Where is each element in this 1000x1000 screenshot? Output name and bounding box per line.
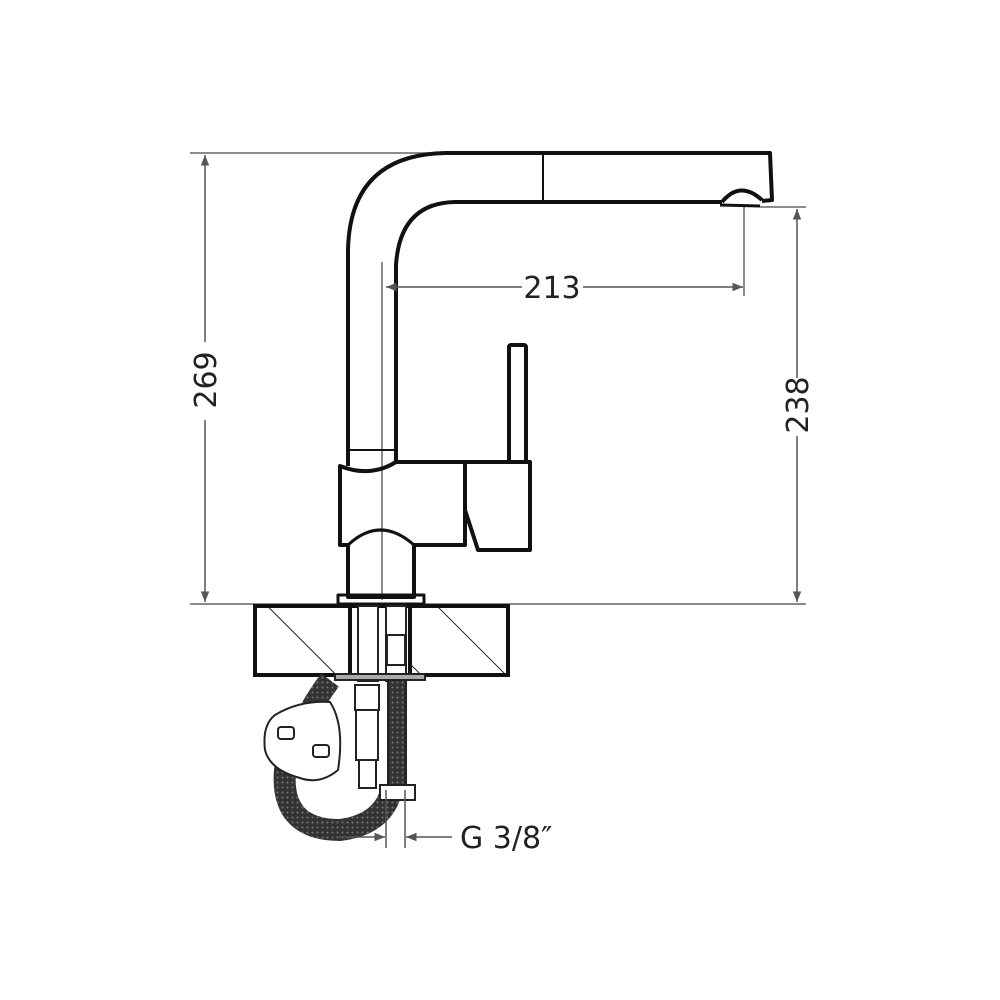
- lever-handle: [507, 343, 528, 464]
- dimension-269: 269: [189, 155, 224, 602]
- dim-label-reach: 213: [523, 271, 580, 306]
- supply-hoses: [263, 605, 426, 842]
- dimension-thread: G 3/8″: [338, 790, 552, 856]
- dim-label-height: 269: [189, 351, 224, 408]
- dimension-238: 238: [781, 209, 816, 602]
- hose-weight-clip: [263, 700, 342, 782]
- countertop-section: [253, 604, 510, 677]
- dim-label-thread: G 3/8″: [460, 821, 552, 856]
- extension-lines: [190, 152, 806, 605]
- dim-label-clearance: 238: [781, 376, 816, 433]
- faucet-body: [336, 343, 532, 606]
- dimension-213: 213: [386, 271, 743, 306]
- faucet-spout: [346, 151, 774, 466]
